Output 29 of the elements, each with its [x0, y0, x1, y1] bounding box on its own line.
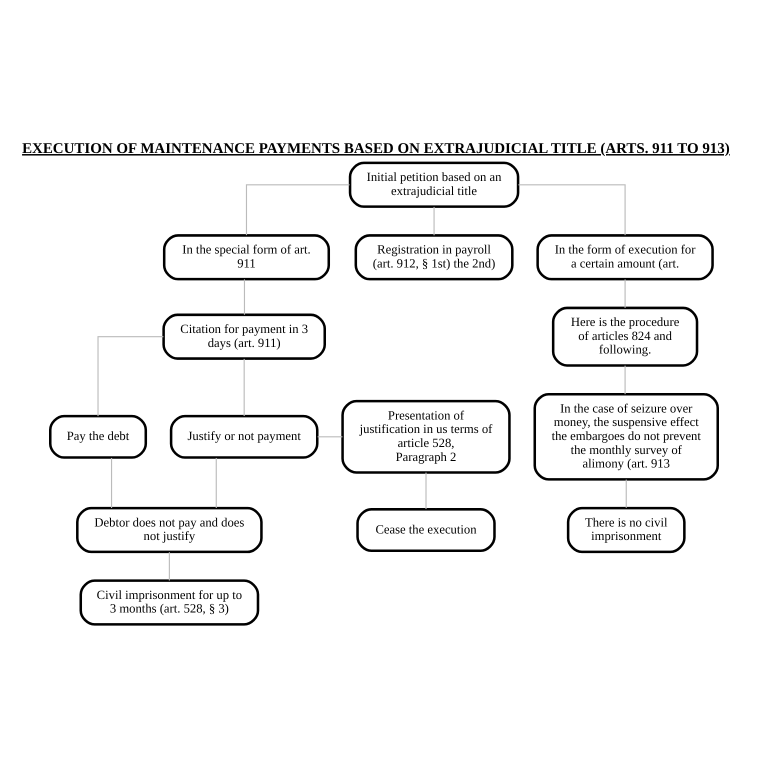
connector — [626, 480, 627, 508]
connector — [433, 206, 435, 236]
node-box: Justify or not payment — [170, 414, 319, 459]
connector — [97, 336, 164, 416]
connector — [244, 279, 246, 315]
connector — [216, 458, 217, 508]
diagram-title: EXECUTION OF MAINTENANCE PAYMENTS BASED ON EXTRAJUDICIAL TITLE (ARTS. 911 TO 913) — [22, 141, 730, 158]
node-box: In the case of seizure over money, the suspensive effect the embargoes do not prevent the monthly survey of alimony (art. 913 — [534, 392, 719, 481]
node-box: Initial petition based on an extrajudicial title — [348, 162, 520, 208]
connector — [624, 366, 626, 394]
connector — [318, 436, 342, 438]
connector — [624, 279, 626, 308]
connector — [168, 552, 170, 581]
node-box: Registration in payroll (art. 912, § 1st) the 2nd) — [354, 234, 514, 280]
node-box: There is no civil imprisonment — [566, 506, 686, 554]
node-box: Citation for payment in 3 days (art. 911) — [162, 314, 326, 360]
node-box: In the special form of art. 911 — [162, 234, 330, 280]
connector — [110, 458, 112, 508]
connector — [425, 472, 427, 510]
node-box: Here is the procedure of articles 824 and following. — [552, 306, 698, 367]
connector — [246, 184, 350, 236]
node-box: Pay the debt — [49, 414, 148, 459]
node-box: Presentation of justification in us terms of article 528, Paragraph 2 — [341, 400, 511, 474]
connector — [244, 358, 245, 416]
node-box: Debtor does not pay and does not justify — [76, 506, 263, 554]
node-box: Cease the execution — [356, 508, 496, 552]
connector — [518, 184, 626, 236]
node-box: Civil imprisonment for up to 3 months (art. 528, § 3) — [80, 579, 260, 626]
node-box: In the form of execution for a certain amount (art. — [536, 234, 714, 280]
